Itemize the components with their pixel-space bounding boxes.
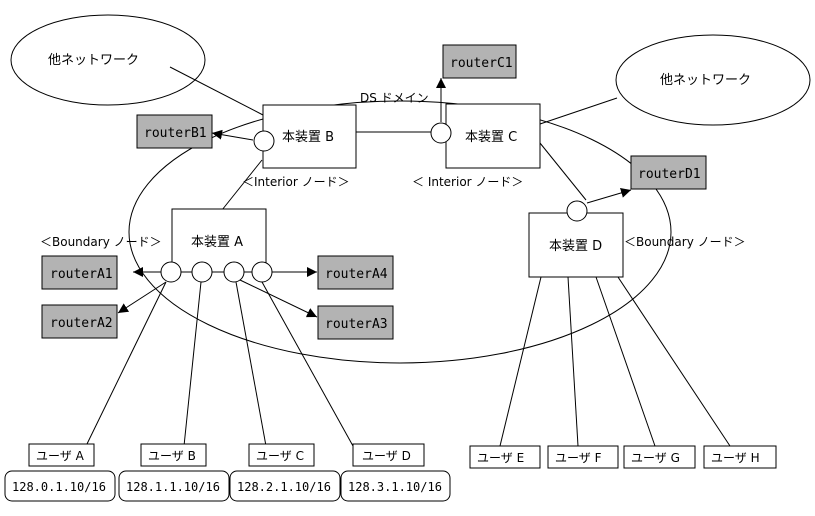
router-a3: routerA3 bbox=[317, 305, 394, 340]
interface-a4 bbox=[251, 261, 273, 283]
user-d: ユーザ D bbox=[352, 443, 425, 467]
address-user-d: 128.3.1.10/16 bbox=[340, 470, 451, 502]
other-network-left-label: 他ネットワーク bbox=[48, 53, 139, 68]
address-user-b-label: 128.1.1.10/16 bbox=[126, 480, 220, 494]
arrow-b-routerb1 bbox=[211, 129, 254, 141]
router-a2: routerA2 bbox=[41, 304, 118, 339]
user-e: ユーザ E bbox=[469, 445, 541, 469]
address-user-a: 128.0.1.10/16 bbox=[4, 470, 116, 502]
router-b1: routerB1 bbox=[136, 114, 213, 149]
router-c1-label: routerC1 bbox=[450, 56, 513, 71]
link-d-user-f bbox=[567, 276, 579, 447]
link-othernet-right-c bbox=[539, 97, 618, 125]
device-a-label: 本装置 A bbox=[191, 235, 243, 250]
device-b: 本装置 B bbox=[262, 104, 357, 169]
router-a2-label: routerA2 bbox=[50, 316, 113, 331]
other-network-right bbox=[615, 34, 811, 126]
router-a4-label: routerA4 bbox=[325, 267, 388, 282]
user-d-label: ユーザ D bbox=[362, 449, 411, 463]
interface-a1 bbox=[160, 261, 182, 283]
router-c1: routerC1 bbox=[442, 44, 517, 79]
ds-domain-label: DS ドメイン bbox=[360, 91, 429, 105]
link-b-a bbox=[221, 159, 263, 211]
link-d-user-g bbox=[595, 276, 656, 447]
address-user-c: 128.2.1.10/16 bbox=[229, 470, 341, 502]
user-e-label: ユーザ E bbox=[477, 451, 524, 465]
boundary-node-label-d: ＜Boundary ノード＞ bbox=[624, 235, 746, 249]
user-g-label: ユーザ G bbox=[631, 451, 680, 465]
device-b-label: 本装置 B bbox=[282, 130, 334, 145]
address-user-d-label: 128.3.1.10/16 bbox=[348, 480, 442, 494]
arrow-a-routera3 bbox=[239, 279, 318, 318]
router-b1-label: routerB1 bbox=[144, 126, 207, 141]
user-a-label: ユーザ A bbox=[36, 449, 85, 463]
boundary-node-label-a: ＜Boundary ノード＞ bbox=[40, 235, 162, 249]
router-a1: routerA1 bbox=[41, 255, 118, 290]
link-c-d bbox=[539, 142, 587, 201]
other-network-right-label: 他ネットワーク bbox=[660, 73, 751, 88]
link-a-user-c bbox=[235, 281, 267, 447]
address-user-c-label: 128.2.1.10/16 bbox=[237, 480, 331, 494]
interface-d bbox=[566, 200, 588, 222]
link-a-user-d bbox=[261, 281, 354, 447]
address-user-b: 128.1.1.10/16 bbox=[118, 470, 230, 502]
router-d1-label: routerD1 bbox=[638, 167, 701, 182]
user-b-label: ユーザ B bbox=[148, 449, 196, 463]
address-user-a-label: 128.0.1.10/16 bbox=[12, 480, 106, 494]
user-h: ユーザ H bbox=[703, 445, 777, 469]
link-a-user-b bbox=[183, 281, 202, 447]
link-d-user-h bbox=[611, 267, 731, 447]
arrow-a-routera2 bbox=[117, 281, 167, 314]
user-b: ユーザ B bbox=[140, 443, 207, 467]
link-d-user-e bbox=[499, 276, 542, 447]
router-a4: routerA4 bbox=[317, 255, 394, 290]
user-f-label: ユーザ F bbox=[555, 451, 602, 465]
user-f: ユーザ F bbox=[547, 445, 619, 469]
interior-node-label-c: ＜ Interior ノード＞ bbox=[412, 175, 523, 189]
link-othernet-left-b bbox=[169, 66, 264, 116]
interior-node-label-b: ＜Interior ノード＞ bbox=[242, 175, 350, 189]
user-g: ユーザ G bbox=[623, 445, 696, 469]
router-d1: routerD1 bbox=[630, 155, 707, 190]
device-c: 本装置 C bbox=[445, 103, 541, 169]
router-a3-label: routerA3 bbox=[325, 317, 388, 332]
router-a1-label: routerA1 bbox=[50, 267, 113, 282]
interface-c bbox=[430, 122, 452, 144]
device-a: 本装置 A bbox=[171, 208, 267, 273]
interface-a2 bbox=[191, 261, 213, 283]
link-a-user-a bbox=[85, 281, 167, 447]
user-c-label: ユーザ C bbox=[256, 449, 304, 463]
device-d: 本装置 D bbox=[528, 212, 624, 278]
user-a: ユーザ A bbox=[28, 443, 95, 467]
device-c-label: 本装置 C bbox=[465, 130, 517, 145]
user-h-label: ユーザ H bbox=[711, 451, 760, 465]
interface-a3 bbox=[223, 261, 245, 283]
arrow-d-routerd1 bbox=[586, 188, 632, 204]
device-d-label: 本装置 D bbox=[549, 239, 602, 254]
ds-domain-ellipse bbox=[128, 100, 672, 364]
other-network-left bbox=[10, 14, 206, 106]
user-c: ユーザ C bbox=[248, 443, 315, 467]
interface-b bbox=[253, 130, 275, 152]
